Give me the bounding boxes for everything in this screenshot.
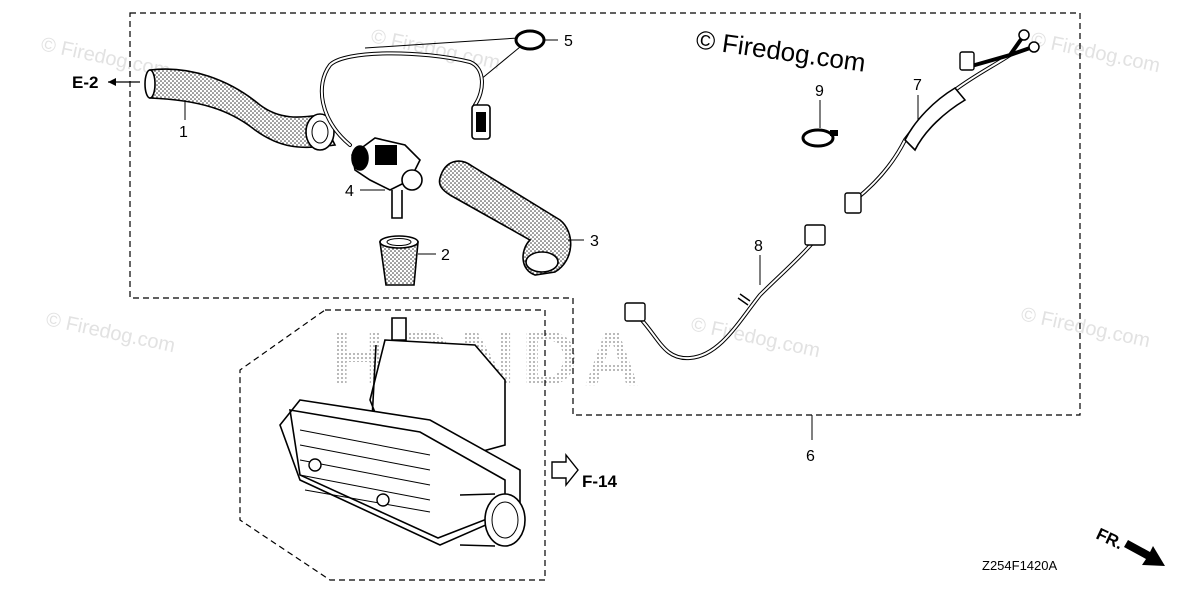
- diagram-code: Z254F1420A: [982, 558, 1057, 573]
- part-8-harness[interactable]: [624, 224, 826, 361]
- ref-f14-label: F-14: [582, 472, 618, 491]
- part-7-harness[interactable]: [844, 29, 1040, 214]
- air-cleaner-assembly[interactable]: [279, 317, 526, 547]
- part-3-hose[interactable]: [438, 160, 572, 276]
- part-4-sensor[interactable]: [319, 51, 491, 219]
- watermark-faint: © Firedog.com: [689, 313, 822, 362]
- ref-e2[interactable]: E-2: [72, 73, 140, 92]
- watermark-faint: © Firedog.com: [369, 25, 502, 74]
- front-direction-indicator: FR.: [1093, 524, 1165, 566]
- callout-6: 6: [806, 448, 815, 465]
- front-label: FR.: [1093, 524, 1126, 553]
- part-1-hose[interactable]: [144, 68, 337, 151]
- group-boundary: [129, 12, 1081, 416]
- air-cleaner-boundary: [239, 309, 546, 581]
- callout-5: 5: [564, 33, 573, 50]
- callout-7: 7: [913, 77, 922, 94]
- ref-f14[interactable]: F-14: [551, 453, 618, 491]
- watermark-main: © Firedog.com: [694, 24, 867, 77]
- callout-3: 3: [590, 233, 599, 250]
- part-9-clamp[interactable]: [801, 128, 838, 148]
- watermark-faint: © Firedog.com: [44, 308, 177, 357]
- callout-4: 4: [345, 183, 354, 200]
- callout-2: 2: [441, 247, 450, 264]
- front-arrow-icon: [1124, 540, 1165, 566]
- callout-9: 9: [815, 83, 824, 100]
- part-5-clamp[interactable]: [514, 29, 546, 51]
- part-2-grommet[interactable]: [379, 235, 419, 286]
- ref-e2-label: E-2: [72, 73, 98, 92]
- callout-1: 1: [179, 124, 188, 141]
- watermark-faint: © Firedog.com: [1019, 303, 1152, 352]
- watermark-faint: © Firedog.com: [1029, 28, 1162, 77]
- callout-8: 8: [754, 238, 763, 255]
